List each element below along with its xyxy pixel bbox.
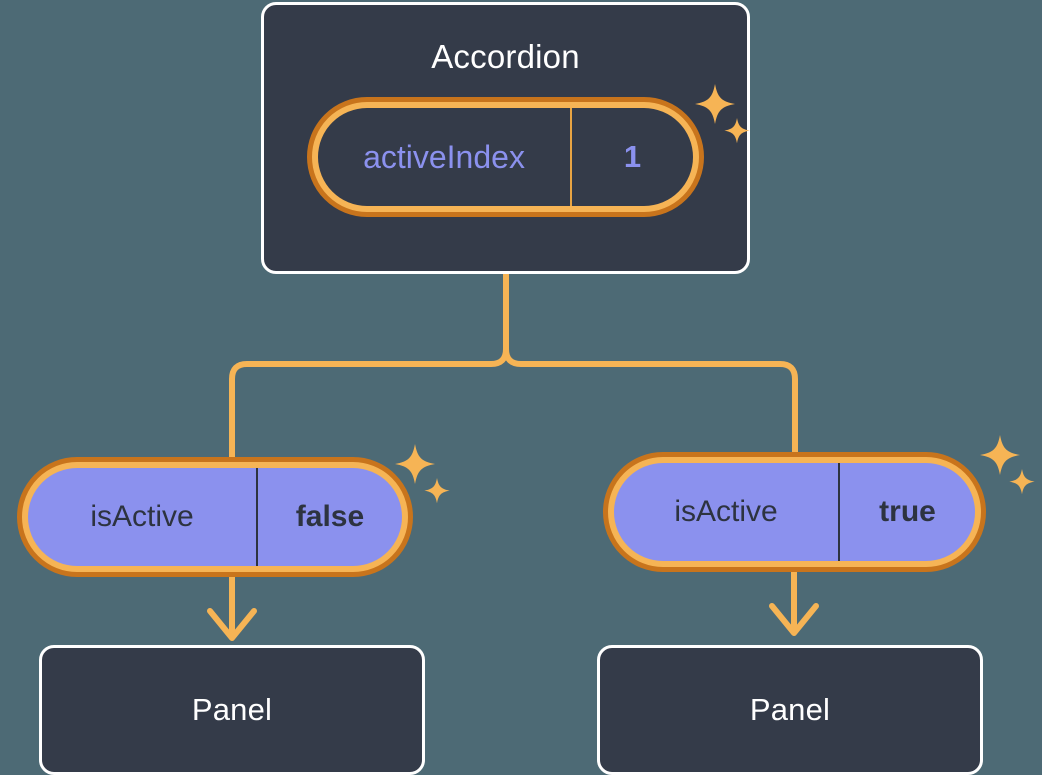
sparkle-four-point-star-small: [1009, 469, 1035, 495]
state-pill-inner: isActive false: [28, 468, 402, 566]
connector-accordion-to-children: [503, 271, 798, 455]
panel-title: Panel: [749, 692, 831, 727]
state-key-label: isActive: [28, 468, 258, 566]
accordion-title: Accordion: [431, 38, 580, 75]
sparkle-four-point-star: [395, 444, 435, 484]
panel-node-left[interactable]: Panel: [39, 645, 425, 775]
state-value-label: 1: [623, 139, 642, 174]
arrow-down-icon-left: [207, 608, 257, 641]
sparkle-four-point-star: [980, 435, 1020, 475]
arrow-down-icon-right: [769, 603, 819, 636]
state-key-label: isActive: [614, 463, 840, 561]
sparkle-four-point-star-small: [424, 478, 450, 504]
panel-node-right[interactable]: Panel: [597, 645, 983, 775]
state-value-label: false: [295, 500, 365, 533]
sparkle-group-right: [980, 435, 1035, 495]
state-pill-is-active-false[interactable]: isActive false: [17, 457, 413, 577]
state-pill-inner: activeIndex 1: [318, 108, 693, 206]
state-pill-is-active-true[interactable]: isActive true: [603, 452, 986, 572]
connector-accordion-to-left-child: [229, 346, 509, 460]
state-key-label: activeIndex: [318, 108, 572, 206]
panel-title: Panel: [191, 692, 273, 727]
state-pill-inner: isActive true: [614, 463, 975, 561]
state-value-label: true: [879, 495, 936, 528]
state-pill-active-index[interactable]: activeIndex 1: [307, 97, 704, 217]
